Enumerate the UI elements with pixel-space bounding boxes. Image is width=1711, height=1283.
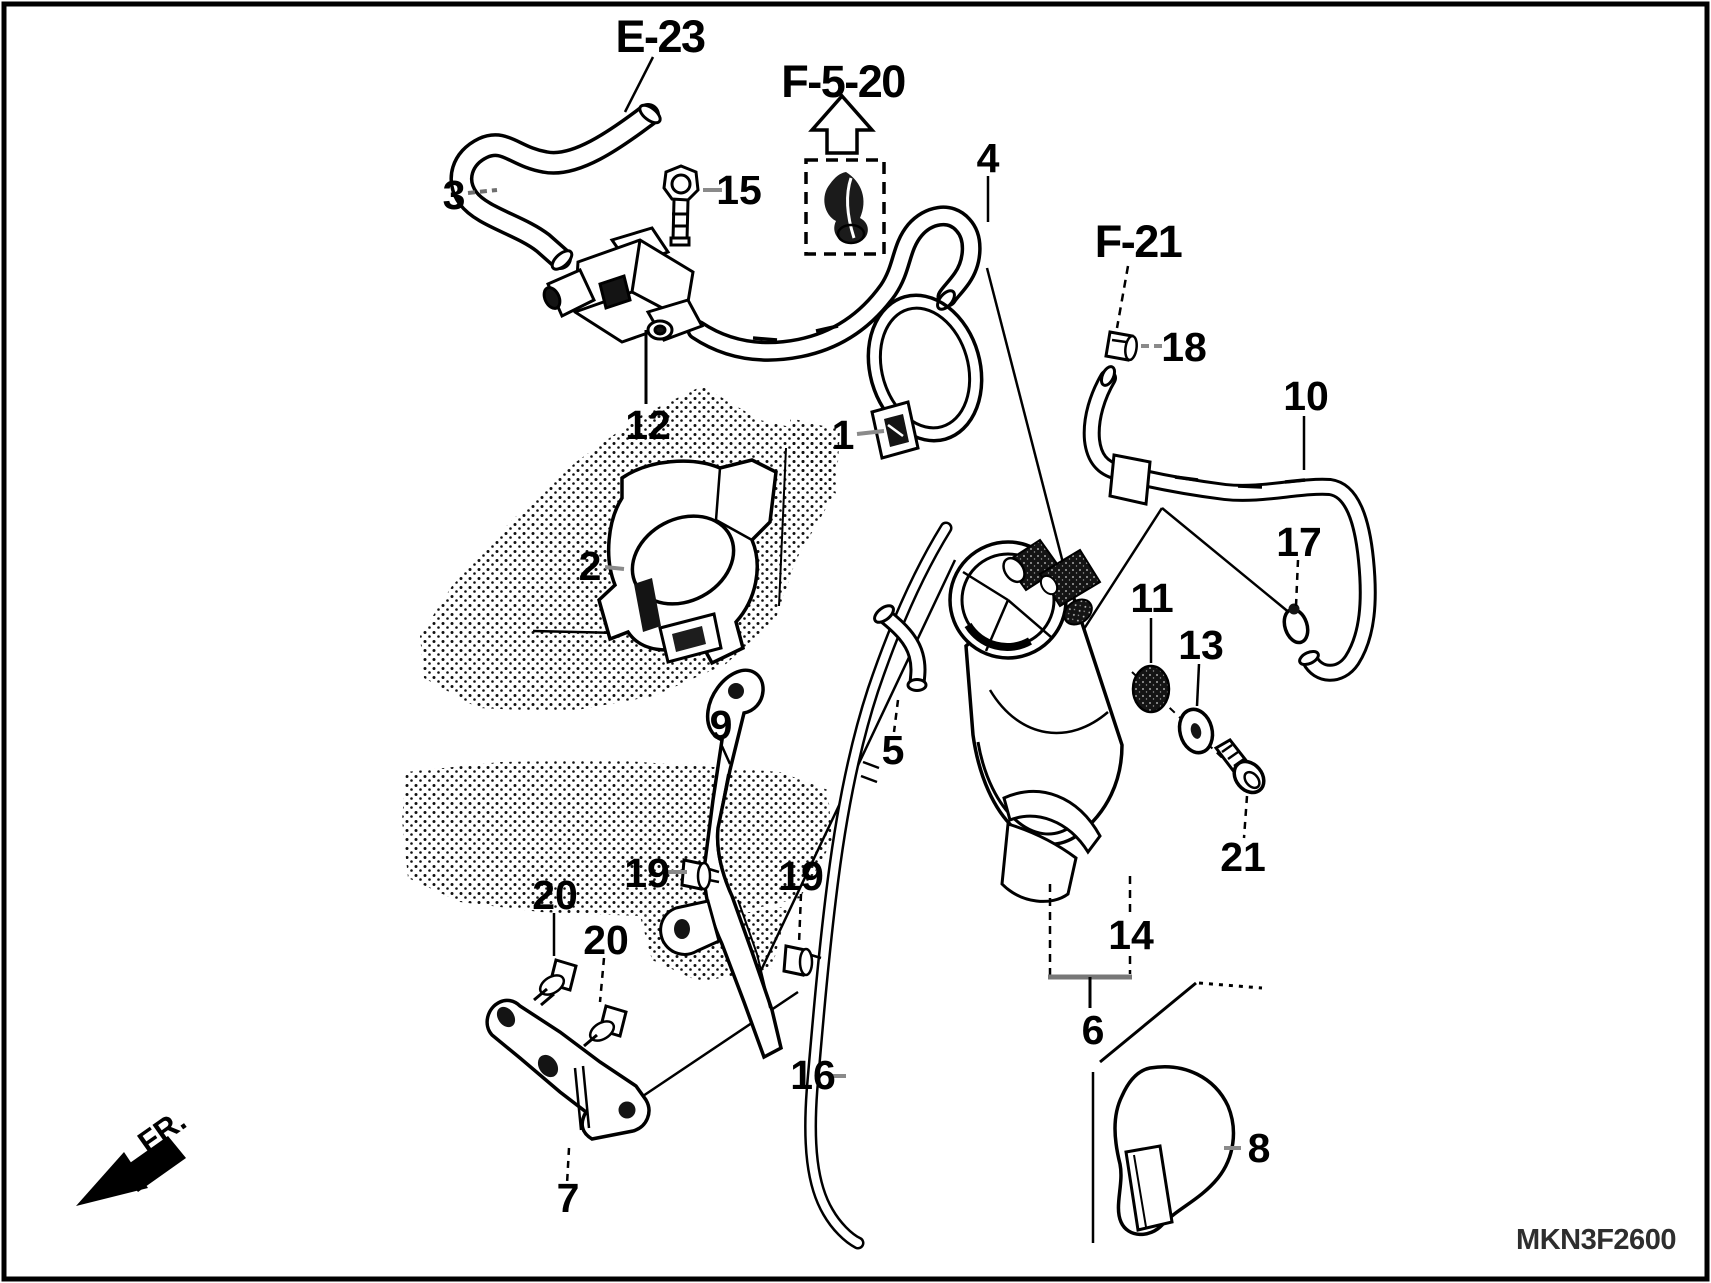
part-label-20-16: 20: [583, 917, 629, 963]
part-label-18-3: 18: [1161, 324, 1207, 370]
part-label-14-17: 14: [1108, 912, 1154, 958]
part-label-10-4: 10: [1283, 373, 1329, 419]
part-label-21-18: 21: [1220, 834, 1266, 880]
part-label-19-13: 19: [624, 850, 670, 896]
bolt-15: [662, 164, 700, 247]
bolt-19-left: [680, 858, 720, 891]
part-label-3-0: 3: [443, 172, 466, 218]
part-label-12-5: 12: [625, 402, 671, 448]
hose-3: [449, 103, 662, 271]
part-label-19-14: 19: [778, 853, 824, 899]
reference-code-labels: E-23F-5-20F-21: [615, 11, 1183, 267]
evap-canister: [948, 538, 1124, 883]
washer-13: [1177, 707, 1215, 755]
rubber-pad-14: [1000, 790, 1102, 903]
part-label-15-1: 15: [716, 167, 762, 213]
ref-code-f-21-2: F-21: [1095, 216, 1182, 267]
band-clamp-1: [866, 293, 984, 460]
part-label-11-9: 11: [1130, 575, 1173, 621]
ref-code-f-5-20-1: F-5-20: [781, 56, 905, 107]
bolt-21: [1213, 738, 1266, 795]
part-label-7-22: 7: [557, 1175, 580, 1221]
bracket-9: [659, 668, 784, 1060]
diagram-code: MKN3F2600: [1516, 1224, 1676, 1256]
part-label-6-20: 6: [1082, 1007, 1105, 1053]
purge-control-valve-12: [542, 226, 705, 344]
grommet-11: [1131, 664, 1171, 714]
ref-code-e-23-0: E-23: [615, 11, 705, 62]
part-label-9-11: 9: [710, 702, 733, 748]
bolt-19-right: [782, 944, 822, 977]
cover-8: [1091, 981, 1263, 1243]
part-label-5-12: 5: [882, 727, 905, 773]
tube-clamp-17: [1282, 603, 1310, 645]
fr-label: FR.: [131, 1103, 192, 1160]
hose-16-drain-tube: [804, 521, 953, 1250]
elbow-tube-5: [873, 604, 928, 692]
part-label-17-8: 17: [1276, 519, 1322, 565]
hose-10: [1082, 365, 1377, 682]
bolt-20-upper: [533, 958, 578, 1007]
part-label-20-15: 20: [532, 872, 578, 918]
part-label-1-6: 1: [832, 412, 855, 458]
hose-4: [686, 205, 982, 362]
bolt-18: [1104, 330, 1138, 362]
part-label-16-19: 16: [790, 1052, 836, 1098]
part-label-13-10: 13: [1178, 622, 1224, 668]
bolt-20-lower: [583, 1004, 628, 1048]
bracket-7: [485, 998, 651, 1141]
fr-direction-arrow: FR.: [76, 1103, 192, 1206]
leader-stubs: [467, 176, 1306, 1185]
holder-stay-2: [597, 458, 778, 666]
part-label-8-21: 8: [1248, 1125, 1271, 1171]
part-label-4-2: 4: [977, 135, 1000, 181]
part-label-2-7: 2: [579, 543, 602, 589]
ref-arrow-f-5-20: [804, 93, 886, 256]
